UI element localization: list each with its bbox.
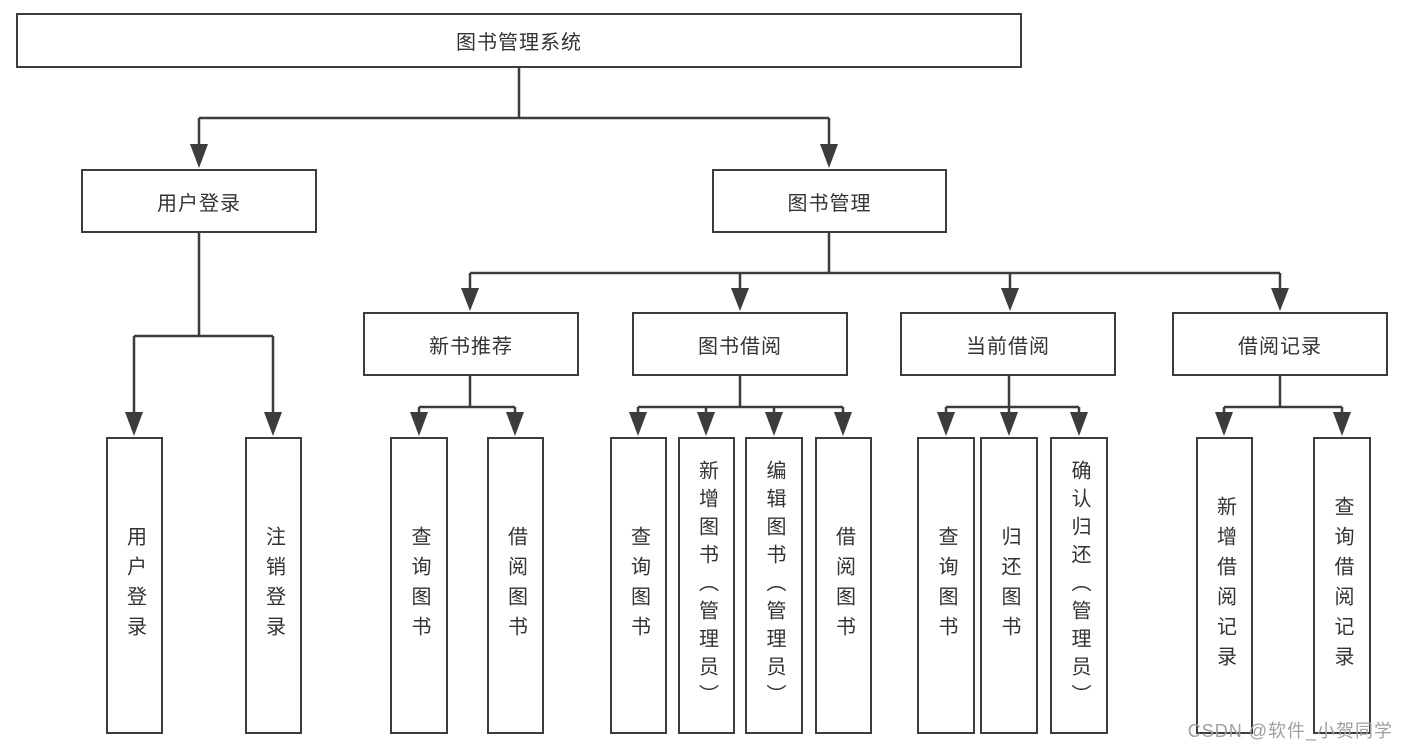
node-new-books-label: 新书推荐 <box>429 335 513 358</box>
arrow-down-icon <box>697 412 715 436</box>
leaf-borrow-add-label: 新增图书（管理员） <box>695 459 718 712</box>
node-book-borrow: 图书借阅 <box>632 312 848 376</box>
arrow-down-icon <box>834 412 852 436</box>
leaf-borrow-edit-label: 编辑图书（管理员） <box>763 459 785 712</box>
node-new-books: 新书推荐 <box>363 312 579 376</box>
leaf-current-query: 查询图书 <box>917 437 975 734</box>
leaf-record-add-label: 新增借阅记录 <box>1213 495 1236 676</box>
arrow-down-icon <box>1070 412 1088 436</box>
leaf-borrow-borrow: 借阅图书 <box>815 437 872 734</box>
arrow-down-icon <box>190 144 208 168</box>
leaf-record-query: 查询借阅记录 <box>1313 437 1371 734</box>
arrow-down-icon <box>765 412 783 436</box>
node-current-borrow: 当前借阅 <box>900 312 1116 376</box>
arrow-down-icon <box>1333 412 1351 436</box>
node-borrow-records-label: 借阅记录 <box>1238 335 1322 358</box>
arrow-down-icon <box>1000 412 1018 436</box>
arrow-down-icon <box>629 412 647 436</box>
node-current-borrow-label: 当前借阅 <box>966 335 1050 358</box>
arrow-down-icon <box>506 412 524 436</box>
arrow-down-icon <box>1215 412 1233 436</box>
leaf-borrow-edit: 编辑图书（管理员） <box>745 437 803 734</box>
arrow-down-icon <box>1271 288 1289 311</box>
leaf-newbook-query: 查询图书 <box>390 437 448 734</box>
arrow-down-icon <box>820 144 838 168</box>
node-book-mgmt: 图书管理 <box>712 169 947 233</box>
leaf-current-query-label: 查询图书 <box>935 525 957 646</box>
leaf-logout: 注销登录 <box>245 437 302 734</box>
node-user-login-label: 用户登录 <box>157 192 241 215</box>
connector-lines <box>132 68 1344 414</box>
leaf-current-return: 归还图书 <box>980 437 1038 734</box>
leaf-current-confirm-label: 确认归还（管理员） <box>1068 459 1090 712</box>
node-borrow-records: 借阅记录 <box>1172 312 1388 376</box>
arrowheads <box>125 144 1351 436</box>
arrow-down-icon <box>264 412 282 436</box>
leaf-borrow-add: 新增图书（管理员） <box>678 437 735 734</box>
leaf-record-query-label: 查询借阅记录 <box>1331 495 1353 676</box>
arrow-down-icon <box>1001 288 1019 311</box>
arrow-down-icon <box>461 288 479 311</box>
csdn-watermark: CSDN @软件_小贺同学 <box>1187 721 1393 741</box>
leaf-current-confirm: 确认归还（管理员） <box>1050 437 1108 734</box>
leaf-user-login: 用户登录 <box>106 437 163 734</box>
node-root: 图书管理系统 <box>16 13 1022 68</box>
leaf-borrow-query: 查询图书 <box>610 437 667 734</box>
leaf-record-add: 新增借阅记录 <box>1196 437 1253 734</box>
node-book-mgmt-label: 图书管理 <box>787 192 872 215</box>
arrow-down-icon <box>125 412 143 436</box>
leaf-user-login-label: 用户登录 <box>123 525 146 646</box>
leaf-borrow-borrow-label: 借阅图书 <box>832 525 855 646</box>
arrow-down-icon <box>410 412 428 436</box>
node-book-borrow-label: 图书借阅 <box>698 335 782 358</box>
leaf-borrow-query-label: 查询图书 <box>627 525 650 646</box>
leaf-newbook-query-label: 查询图书 <box>408 525 430 646</box>
node-user-login: 用户登录 <box>81 169 317 233</box>
arrow-down-icon <box>937 412 955 436</box>
leaf-newbook-borrow-label: 借阅图书 <box>504 525 527 646</box>
leaf-logout-label: 注销登录 <box>262 525 285 646</box>
arrow-down-icon <box>731 288 749 311</box>
leaf-current-return-label: 归还图书 <box>998 525 1020 646</box>
leaf-newbook-borrow: 借阅图书 <box>487 437 544 734</box>
node-root-label: 图书管理系统 <box>456 32 582 54</box>
